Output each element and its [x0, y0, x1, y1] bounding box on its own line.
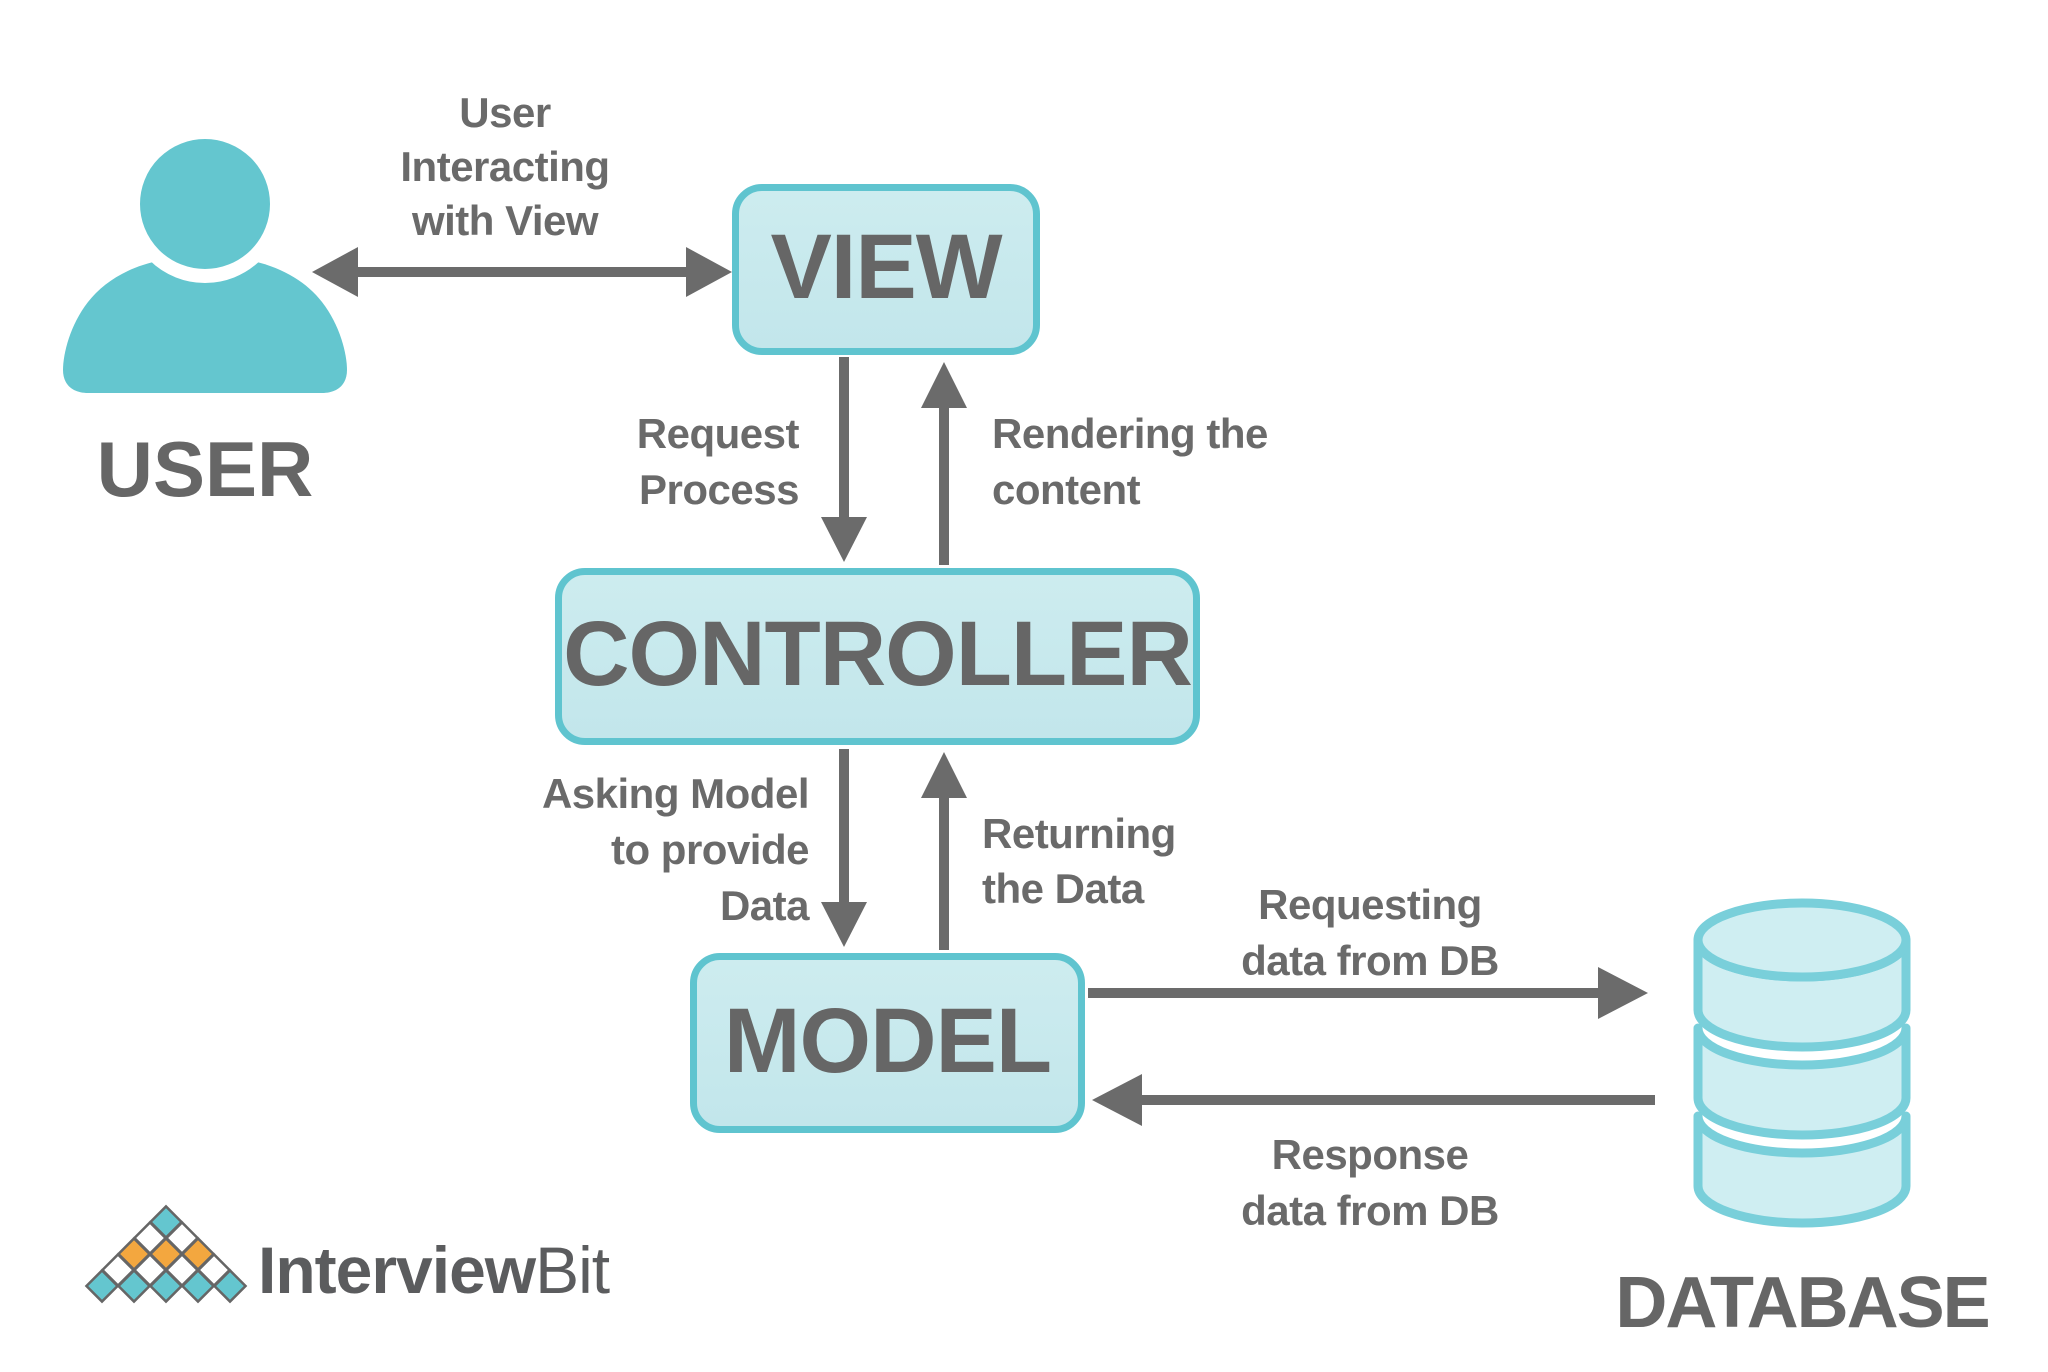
arrow-view-to-controller	[821, 357, 867, 562]
user-icon	[63, 125, 347, 393]
label-line: data from DB	[1241, 937, 1499, 984]
database-caption: DATABASE	[1552, 1262, 2048, 1344]
label-line: data from DB	[1241, 1187, 1499, 1234]
label-user-interacting-with-view: User Interacting with View	[305, 86, 705, 248]
node-controller: CONTROLLER	[555, 568, 1200, 745]
label-requesting-db: Requesting data from DB	[1170, 877, 1570, 989]
arrow-controller-to-model	[821, 749, 867, 947]
database-icon	[1693, 898, 1911, 1228]
label-line: Returning	[982, 810, 1176, 857]
node-view-label: VIEW	[770, 216, 1002, 318]
label-line: Response	[1271, 1131, 1469, 1178]
node-model-label: MODEL	[723, 989, 1052, 1092]
arrow-model-to-controller	[921, 752, 967, 950]
label-line: content	[992, 466, 1141, 513]
label-line: Requesting	[1258, 881, 1482, 928]
arrow-controller-to-view	[921, 362, 967, 565]
label-line: Rendering the	[992, 410, 1268, 457]
label-line: User	[459, 89, 551, 136]
user-caption: USER	[5, 424, 405, 515]
node-model: MODEL	[690, 953, 1085, 1133]
label-line: to provide	[610, 826, 810, 873]
label-line: Interacting	[400, 143, 610, 190]
interviewbit-logo-text: InterviewBit	[258, 1237, 610, 1303]
interviewbit-logo-icon	[84, 1204, 248, 1304]
database-caption-text: DATABASE	[1615, 1263, 1990, 1343]
arrow-user-view	[312, 247, 732, 297]
user-caption-text: USER	[96, 425, 314, 513]
label-line: Asking Model	[541, 770, 810, 817]
brand-bold: Interview	[258, 1233, 536, 1307]
label-line: Request	[636, 410, 800, 457]
node-view: VIEW	[732, 184, 1040, 355]
label-returning-data: Returning the Data	[982, 806, 1342, 916]
arrow-database-to-model	[1092, 1074, 1655, 1126]
label-line: Data	[719, 882, 810, 929]
label-line: with View	[411, 197, 599, 244]
label-asking-model: Asking Model to provide Data	[409, 766, 810, 934]
arrow-model-to-database	[1088, 967, 1648, 1019]
label-line: the Data	[982, 865, 1144, 912]
label-line: Process	[639, 466, 799, 513]
label-request-process: Request Process	[399, 406, 800, 518]
label-rendering-content: Rendering the content	[992, 406, 1412, 518]
brand-light: Bit	[535, 1233, 610, 1307]
node-controller-label: CONTROLLER	[563, 603, 1193, 705]
label-response-db: Response data from DB	[1170, 1127, 1570, 1239]
